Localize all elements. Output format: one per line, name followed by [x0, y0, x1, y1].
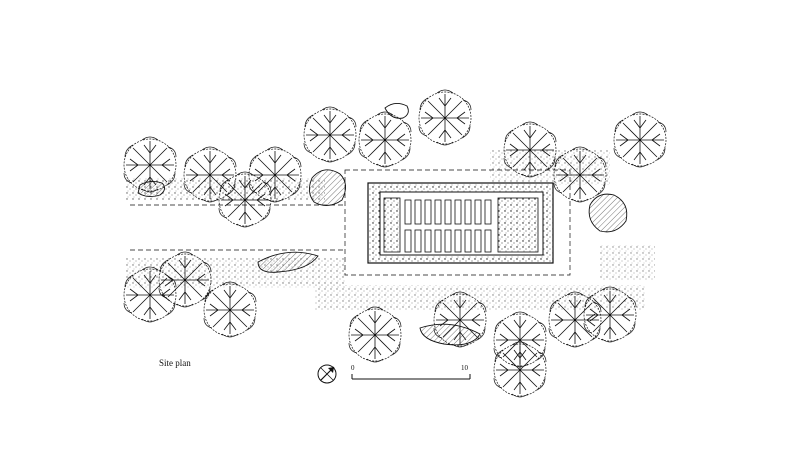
building-floor-plan	[383, 197, 539, 253]
ground-vegetation	[125, 150, 655, 310]
boulders	[137, 103, 628, 346]
site-boundary	[130, 169, 571, 276]
scale-start-label: 0	[351, 364, 355, 372]
scale-end-label: 10	[461, 364, 468, 372]
plan-caption: Site plan	[159, 358, 191, 368]
scale-bar	[351, 374, 471, 380]
north-arrow-icon	[317, 364, 337, 384]
